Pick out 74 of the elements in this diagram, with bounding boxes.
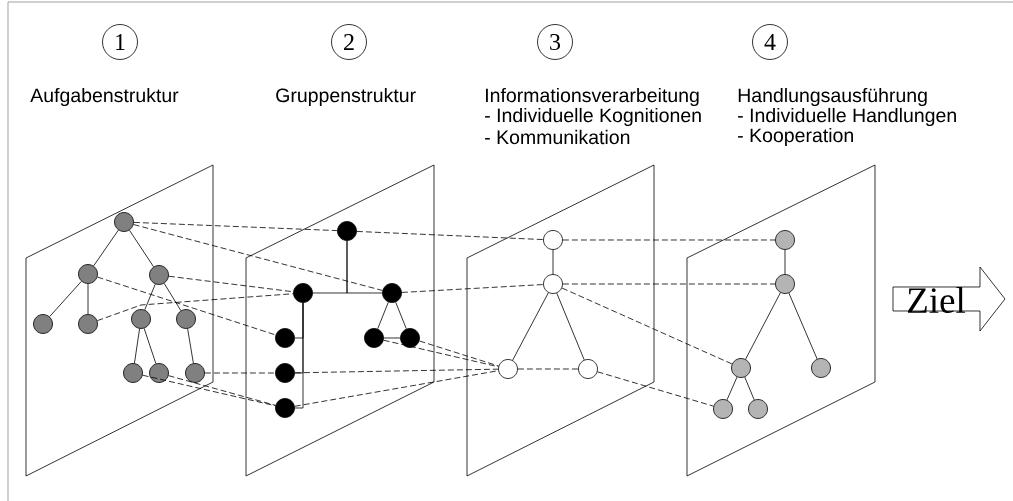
connector-line xyxy=(784,249,786,275)
dashed-line xyxy=(562,239,776,241)
dashed-line xyxy=(383,339,499,368)
node-circle xyxy=(364,328,384,348)
node-circle xyxy=(275,363,295,383)
node-circle xyxy=(176,309,196,329)
connector-line xyxy=(163,283,182,311)
connector-line xyxy=(395,301,407,330)
dashed-line xyxy=(561,287,733,365)
node-circle xyxy=(337,221,357,241)
node-circle xyxy=(33,314,53,334)
dashed-line xyxy=(597,371,714,407)
node-circle xyxy=(131,309,151,329)
dashed-line xyxy=(517,368,579,370)
connector-line xyxy=(129,229,154,268)
node-circle xyxy=(811,358,831,378)
connector-line xyxy=(187,328,194,364)
connector-line xyxy=(49,280,82,318)
heading-text: Handlungsausführung xyxy=(738,87,927,107)
heading-text: Gruppenstruktur xyxy=(276,87,416,107)
node-circle xyxy=(149,363,169,383)
node-circle xyxy=(400,328,420,348)
connector-line xyxy=(745,292,781,360)
dashed-line xyxy=(294,368,499,374)
node-circle xyxy=(149,265,169,285)
dashed-line xyxy=(419,340,499,367)
dashed-line xyxy=(356,231,544,240)
connector-line xyxy=(134,328,140,364)
node-circle xyxy=(713,399,733,419)
connector-line xyxy=(552,249,554,275)
node-circle xyxy=(543,230,563,250)
node-circle xyxy=(275,398,295,418)
connector-line xyxy=(93,229,119,267)
node-circle xyxy=(731,358,751,378)
dashed-line xyxy=(168,375,276,406)
connector-line xyxy=(744,376,755,401)
connector-line xyxy=(294,302,304,409)
node-circle xyxy=(775,230,795,250)
node-circle xyxy=(775,274,795,294)
connector-line xyxy=(556,292,585,361)
heading-text: Aufgabenstruktur xyxy=(30,87,179,107)
node-circle xyxy=(578,359,598,379)
heading-text: Informationsverarbeitung xyxy=(486,87,699,107)
node-circle xyxy=(114,212,134,232)
node-circle xyxy=(78,264,98,284)
list-item: - Individuelle Kognitionen xyxy=(485,107,701,127)
connector-line xyxy=(512,292,549,361)
connector-line xyxy=(383,337,401,339)
dashed-line xyxy=(133,222,338,231)
node-circle xyxy=(498,359,518,379)
node-circle xyxy=(123,363,143,383)
dashed-line xyxy=(401,284,544,293)
node-circle xyxy=(748,399,768,419)
node-circle xyxy=(185,363,205,383)
connector-line xyxy=(144,283,156,311)
node-circle xyxy=(382,283,402,303)
dashed-line xyxy=(562,283,776,285)
node-circle xyxy=(543,274,563,294)
connector-line xyxy=(726,376,738,401)
connector-line xyxy=(143,328,157,364)
node-circle xyxy=(78,314,98,334)
connector-line xyxy=(346,240,383,294)
connector-line xyxy=(377,301,389,330)
dashed-line xyxy=(96,293,294,322)
list-item: - Kommunikation xyxy=(485,129,630,145)
dashed-line xyxy=(133,224,383,291)
dashed-line xyxy=(97,276,276,336)
connector-line xyxy=(788,292,818,360)
dashed-line xyxy=(204,372,276,374)
node-circle xyxy=(275,328,295,348)
connector-line xyxy=(87,283,89,315)
list-item: - Kooperation xyxy=(738,127,853,147)
node-circle xyxy=(293,283,313,303)
list-item: - Individuelle Handlungen xyxy=(738,107,956,127)
